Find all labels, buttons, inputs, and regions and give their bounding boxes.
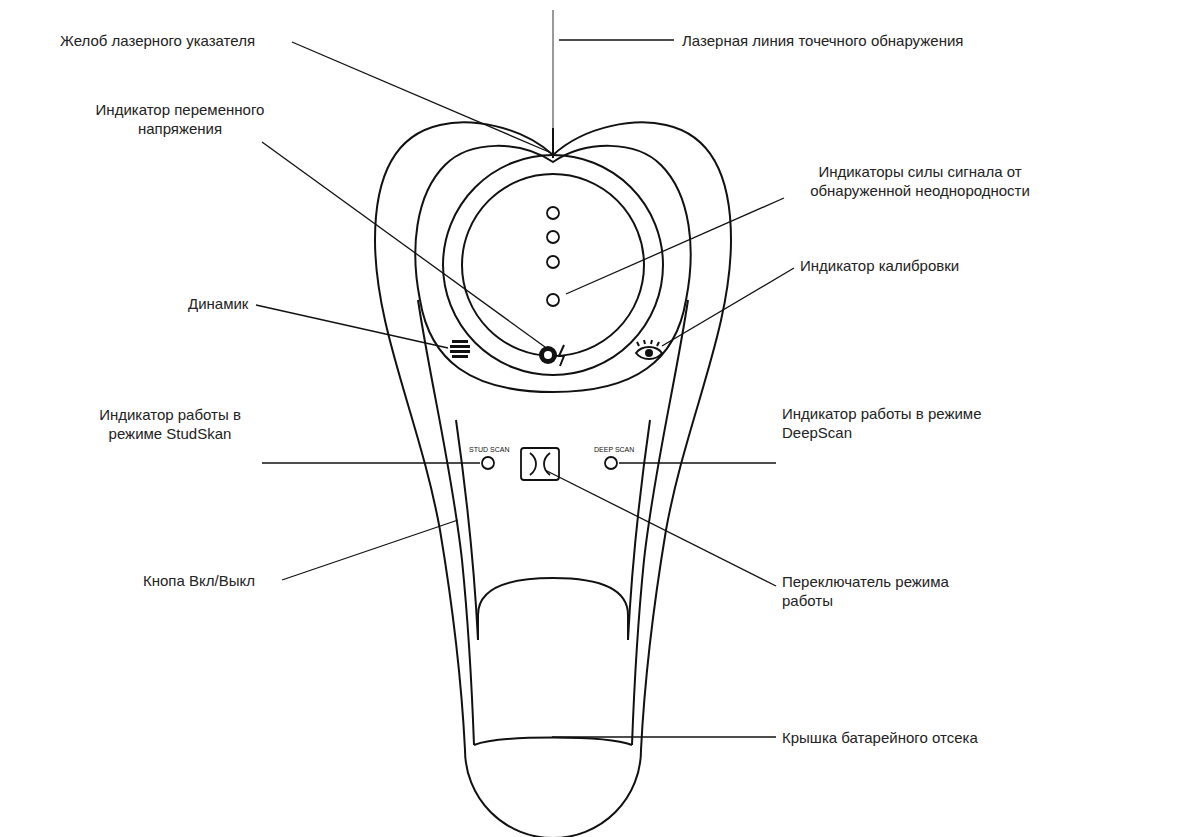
speaker-slot [450,350,470,353]
laser-groove [552,128,554,158]
speaker-slot [450,345,470,348]
deepscan-led [605,457,617,469]
part-label: Переключатель режима работы [782,572,982,610]
mode-switch [521,448,559,480]
signal-led [547,231,559,243]
device-body [375,123,731,837]
part-label: Динамик [188,294,248,313]
ac-led-center [544,351,552,359]
front-panel-outline [415,146,690,392]
leader-line [292,42,549,152]
display-ring-inner [462,174,644,356]
eye-outline [636,347,662,359]
leader-line [619,462,776,463]
speaker-icon [450,340,470,358]
leader-lines [256,40,794,737]
signal-led [547,294,559,306]
signal-led [547,256,559,268]
speaker-slot [452,340,468,343]
part-label: Лазерная линия точечного обнаружения [682,31,963,50]
part-label: Индикатор калибровки [800,256,959,275]
studscan-led [482,457,494,469]
part-label: Индикатор работы в режиме StudSkan [85,405,255,443]
part-label: Индикаторы силы сигнала от обнаруженной … [790,162,1050,200]
calibration-eye-icon [636,340,662,359]
laser [553,10,554,158]
speaker-slot [452,355,468,358]
housing-outline [375,123,731,837]
lightning-symbol [559,345,564,366]
leader-line [282,520,458,580]
button-arch [478,578,628,640]
eye-pupil [646,350,652,356]
leader-line [559,39,674,40]
ac-led [539,346,557,364]
device-marking: STUD SCAN [469,446,509,454]
left-grip-line [418,300,474,745]
leader-line [545,470,776,586]
leader-line [566,198,784,294]
leader-line [552,736,776,737]
part-label: Кнопа Вкл/Выкл [143,571,255,590]
device-marking: DEEP SCAN [594,446,634,454]
part-label: Индикатор работы в режиме DeepScan [782,404,1022,442]
display-ring-outer [443,155,663,375]
part-label: Индикатор переменного напряжения [70,100,290,138]
battery-cover-line [474,738,632,746]
leader-line [262,462,480,463]
leader-line [256,305,448,348]
part-label: Крышка батарейного отсека [782,728,978,747]
eye-lashes [637,340,659,346]
signal-leds [547,207,559,306]
leader-line [662,268,794,346]
part-label: Желоб лазерного указателя [60,31,255,50]
signal-led [547,207,559,219]
right-grip-line [632,300,688,745]
ac-voltage-icon [539,345,564,366]
